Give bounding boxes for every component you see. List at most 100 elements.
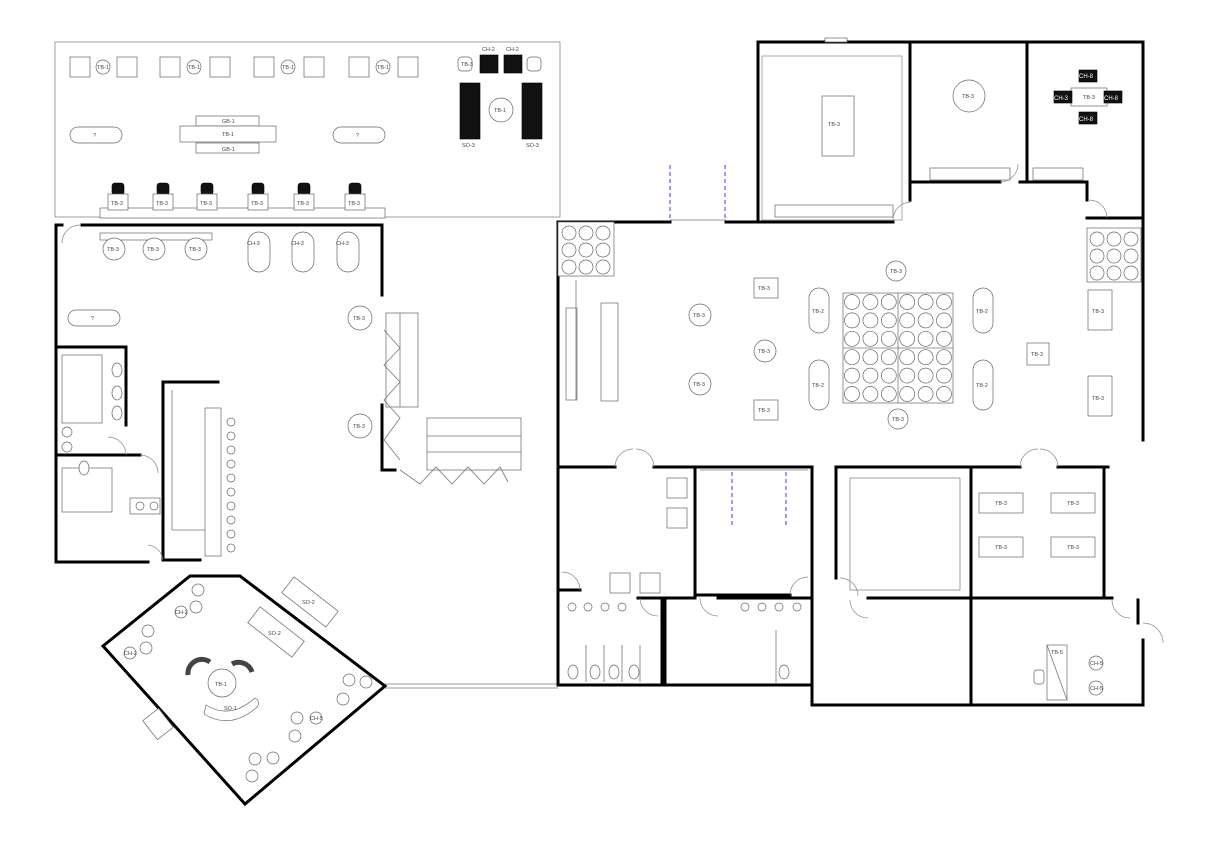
door-swing [107,436,127,456]
chair-label: CH-3 [1054,96,1069,102]
wall-restroom-1 [56,345,128,427]
wall-room [636,596,664,687]
chair-label: CH-8 [1104,96,1119,102]
planter [917,386,934,402]
table-label: TB-3 [156,201,168,207]
counter-stools: TB-3 TB-3 TB-3 TB-3 TB-3 TB-3 [99,182,386,219]
table-label: TB-3 [189,247,201,253]
sofa-label: SO-3 [526,143,539,149]
door-swing [1142,622,1164,644]
planter [880,349,897,366]
table-label: TB-3 [1092,309,1104,315]
counter-left [565,307,578,401]
planter [880,312,897,329]
tables-near-stage: TB-3 TB-3 [347,305,373,439]
capsule-table: ? ? ? [67,126,386,327]
planter [936,312,952,329]
central-dining-hall: TB-3 TB-3 TB-3 TB-3 TB-3 TB-3 TB-3 TB-2 … [556,40,1145,687]
meeting-tables-lower: TB-3 TB-3 TB-3 TB-3 [978,492,1096,558]
wall-bar-left [161,380,202,562]
office-tb5: TB-5 CH-5 CH-5 [1033,644,1104,701]
table-label: TB-3 [693,382,705,388]
table-label: TB-3 [348,201,360,207]
pot-grid-upper-left [557,221,615,277]
lounge-chairs: CH-2 CH-2 CH-5 [123,583,373,783]
table-label: TB-3 [111,201,123,207]
wall-corner [54,223,64,240]
planter [936,294,952,310]
bench-group-gb1: GB-1 TB-1 GB-1 [179,115,277,154]
planter [880,367,897,384]
sofa-label: SO-2 [302,600,315,606]
planter [936,330,952,347]
table-label: TB-3 [1067,501,1079,507]
table-label: TB-3 [461,62,473,68]
kitchen-outline [849,477,961,591]
sofa-so2b: SO-2 [281,576,339,628]
table-label: TB-2 [812,309,824,315]
planter [899,349,916,366]
table-label: TB-1 [188,65,200,71]
table-label: TB-3 [1092,396,1104,402]
planter [917,367,934,384]
bench-label: GB-1 [222,119,235,125]
planter [862,330,879,347]
table-label: TB-2 [976,383,988,389]
appliance [609,572,631,594]
table-label: TB-3 [890,269,902,275]
planter [844,312,860,329]
planter [862,294,879,310]
central-planter-grid [842,292,954,404]
chair-label: CH-5 [1090,661,1103,667]
counter-center [600,302,619,402]
chair-label: CH-2 [506,47,519,53]
dining-tables: TB-3 TB-3 TB-3 TB-3 TB-3 TB-3 TB-3 TB-2 … [688,260,1113,430]
planter [899,312,916,329]
table-tb1-lounge: TB-1 [185,656,255,698]
planter [844,386,860,402]
wall-outer-bottom [810,638,1145,707]
conference-table [821,95,855,157]
table-label: TB-2 [812,383,824,389]
table-label: TB-1 [377,65,389,71]
table-label: TB-3 [693,313,705,319]
private-rooms: TB-3 TB-3 TB-3 CH-8 CH-3 CH-8 CH-8 [756,37,1145,224]
table-label: TB-3 [995,501,1007,507]
appliance [639,572,661,594]
bench-label: GB-1 [222,147,235,153]
sofa-label: SO-1 [224,706,237,712]
door-swing [789,576,809,596]
door-swing [561,571,581,591]
planter [917,349,934,366]
planter [880,330,897,347]
round-conference-table [952,79,986,113]
chair-label: CH-5 [310,716,323,722]
planter [844,349,860,366]
door-swing [147,544,164,561]
room-inner-outline [761,55,903,221]
appliance [666,477,688,499]
angled-lounge-walls [100,574,388,807]
planter [917,294,934,310]
planter [880,294,897,310]
planter [880,386,897,402]
door-swing [1088,199,1108,219]
table-label: ? [356,133,359,139]
lounge-so3: TB-1 SO-3 SO-3 CH-2 CH-2 TB-3 [457,47,543,149]
planter [862,367,879,384]
chair-ch8 [1078,111,1098,125]
table-label: TB-3 [200,201,212,207]
chair-label: CH-2 [482,47,495,53]
chair-label: CH-3 [247,241,260,247]
chair-ch8 [1053,90,1073,104]
pot-grid-upper-right [1086,227,1142,283]
chair-label: CH-3 [291,241,304,247]
table-label: TB-2 [976,309,988,315]
sofa-so2: SO-2 [247,606,305,658]
planter [936,349,952,366]
wall-room [663,596,814,687]
table-label: TB-3 [107,247,119,253]
planter [899,330,916,347]
entry-planters-row: TB-1 TB-1 TB-1 TB-1 [69,56,419,78]
table-label: TB-3 [1083,95,1095,101]
